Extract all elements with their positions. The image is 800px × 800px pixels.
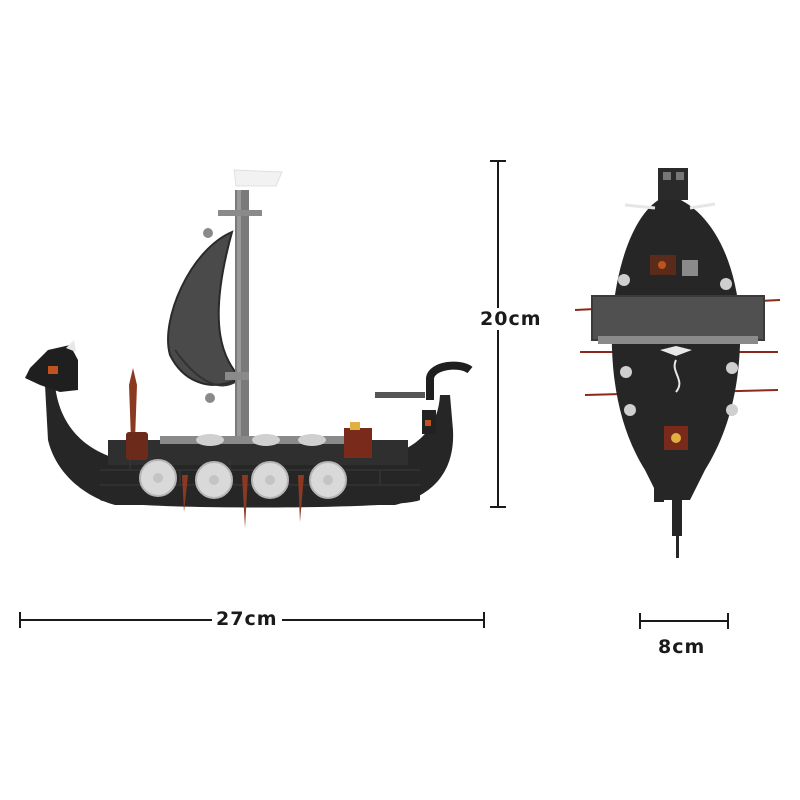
height-dimension-line <box>490 160 506 508</box>
sail <box>167 230 242 386</box>
sail-rope <box>174 349 239 387</box>
top-sail <box>591 295 765 341</box>
viking-ship-top-view <box>574 168 781 558</box>
crate <box>344 428 372 458</box>
oar <box>242 475 248 528</box>
shields <box>139 434 347 499</box>
oar <box>298 475 304 522</box>
viking-ship-side-view <box>25 169 473 528</box>
barrel <box>126 432 148 460</box>
oar <box>182 475 188 512</box>
stern-tail <box>426 361 473 400</box>
depth-label: 8cm <box>654 636 710 658</box>
mast-crossbar <box>218 210 262 216</box>
height-label: 20cm <box>476 308 546 330</box>
flag <box>233 169 283 187</box>
depth-dimension-line <box>639 613 729 629</box>
width-label: 27cm <box>212 608 282 630</box>
spear <box>129 368 137 440</box>
